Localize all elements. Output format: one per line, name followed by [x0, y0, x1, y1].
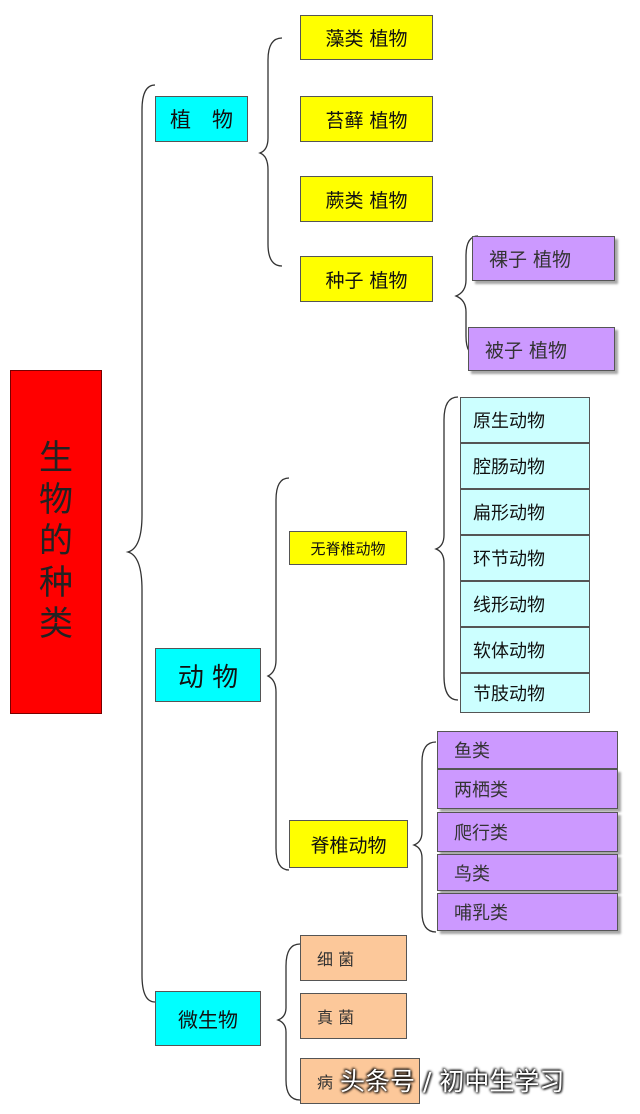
- flatworm-node: 扁形动物: [460, 489, 590, 535]
- protozoa-node: 原生动物: [460, 397, 590, 443]
- root-char: 物: [39, 479, 73, 520]
- amphibian-node: 两栖类: [437, 769, 618, 809]
- mollusk-node: 软体动物: [460, 627, 590, 673]
- mammal-node: 哺乳类: [437, 893, 618, 931]
- root-char: 类: [39, 604, 73, 645]
- fungi-node: 真 菌: [300, 993, 407, 1039]
- plants-node: 植 物: [155, 96, 248, 142]
- seed-plant-node: 种子 植物: [300, 256, 433, 302]
- root-char: 种: [39, 562, 73, 603]
- virus-node: 病: [300, 1058, 420, 1104]
- root-char: 的: [39, 521, 73, 562]
- angiosperm-node: 被子 植物: [468, 327, 615, 371]
- root-node: 生 物 的 种 类: [10, 370, 102, 714]
- moss-node: 苔藓 植物: [300, 96, 433, 142]
- reptile-node: 爬行类: [437, 812, 618, 852]
- root-char: 生: [39, 438, 73, 479]
- watermark-text: 头条号 / 初中生学习: [340, 1067, 565, 1096]
- nematode-node: 线形动物: [460, 581, 590, 627]
- annelid-node: 环节动物: [460, 535, 590, 581]
- fish-node: 鱼类: [437, 731, 618, 769]
- animals-node: 动 物: [155, 648, 261, 702]
- bird-node: 鸟类: [437, 854, 618, 891]
- algae-node: 藻类 植物: [300, 15, 433, 60]
- gymnosperm-node: 裸子 植物: [472, 236, 615, 281]
- fern-node: 蕨类 植物: [300, 176, 433, 222]
- invertebrates-node: 无脊椎动物: [289, 531, 407, 565]
- coelenterate-node: 腔肠动物: [460, 443, 590, 489]
- arthropod-node: 节肢动物: [460, 673, 590, 713]
- vertebrates-node: 脊椎动物: [289, 820, 408, 868]
- microbes-node: 微生物: [155, 991, 261, 1046]
- bacteria-node: 细 菌: [300, 935, 407, 981]
